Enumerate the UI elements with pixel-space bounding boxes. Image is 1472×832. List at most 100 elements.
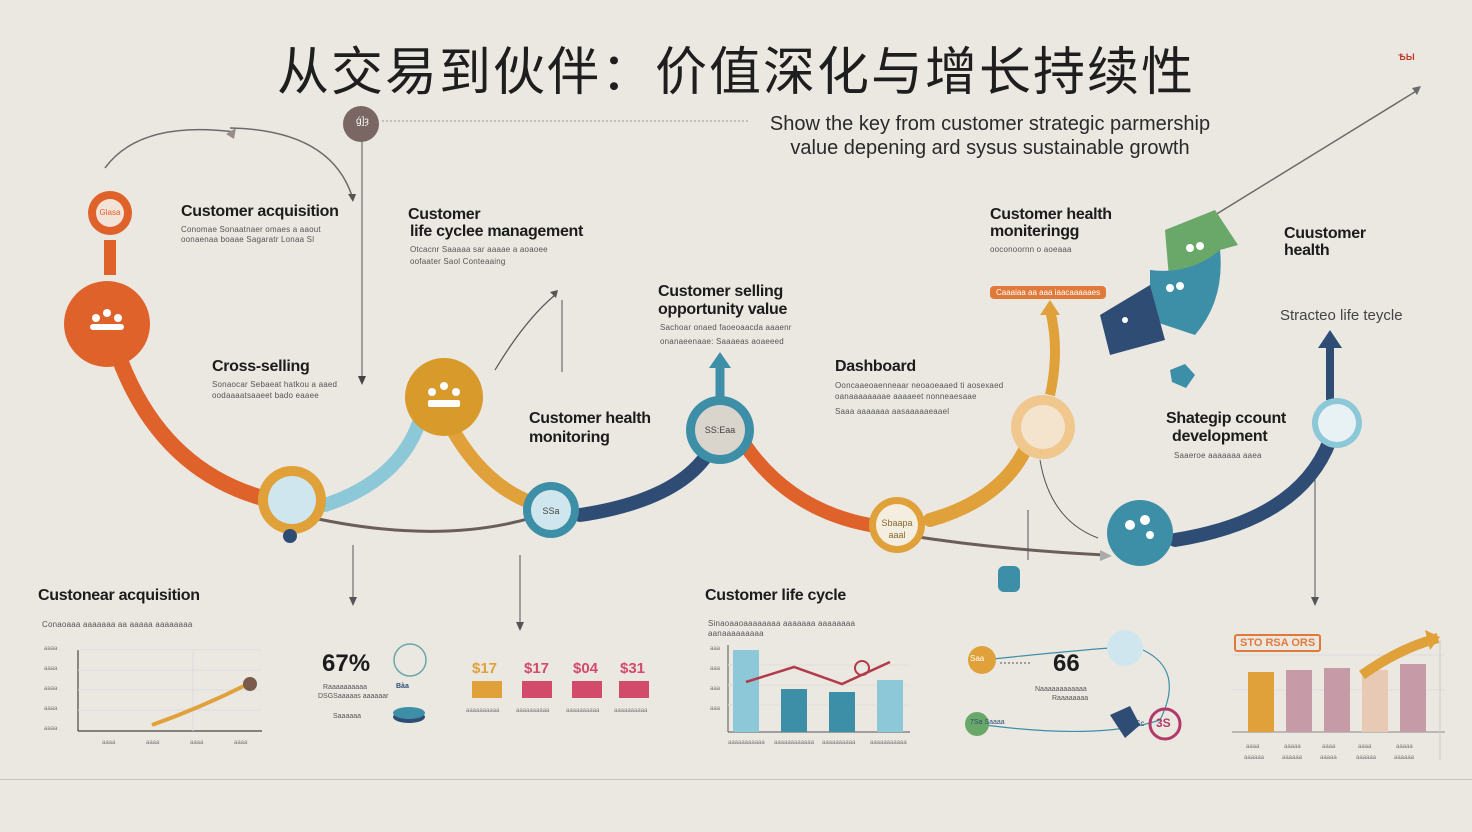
team-icon — [428, 382, 460, 407]
net-node-pink — [1148, 707, 1182, 741]
lifecycle-bar — [829, 692, 855, 732]
label-cross-selling: Cross-selling — [212, 358, 310, 375]
arrowhead — [349, 597, 357, 606]
network-icon — [1125, 515, 1154, 539]
label-acquisition: Customer acquisition — [181, 203, 339, 220]
value-label-2: $17 — [524, 660, 550, 677]
lc-xtick-3: aaaaaaaaaa — [822, 740, 856, 746]
rc-xtick2-1: aaaaaa — [1244, 755, 1265, 761]
arrowhead — [709, 352, 731, 368]
label-health-right-2: health — [1284, 242, 1330, 259]
desc-dashboard-2: oanaaaaaaaae aaaaeet nonneaesaae — [835, 392, 977, 401]
value-caption-2: aaaaaaaaaa — [516, 708, 550, 714]
desc-opportunity-1: Sachoar onaed faoeoaacda aaaenr — [660, 323, 792, 332]
lc-xtick-4: aaaaaaaaaaa — [870, 740, 907, 746]
desc-lifecycle-chart-2: aanaaaaaaaaa — [708, 629, 764, 638]
net-node-4: 3S — [1156, 716, 1171, 730]
label-health-mid-2: monitoring — [529, 429, 610, 446]
acq-xtick-2: aaaa — [146, 740, 160, 746]
right-chart-bar — [1248, 672, 1274, 732]
opportunity-node-label: SS:Eaa — [704, 425, 736, 435]
wave-gold — [443, 418, 532, 507]
wave-orange-2 — [738, 438, 877, 532]
desc-health-top: ooconoornn o aoeaaa — [990, 245, 1072, 254]
thin-arrow-2 — [1039, 459, 1099, 539]
net-node-teal — [1107, 630, 1143, 666]
value-bars — [472, 681, 649, 698]
lc-ytick-4: aaa — [710, 706, 721, 712]
label-health-top-2: moniteringg — [990, 223, 1080, 240]
badge-circle — [343, 106, 379, 142]
value-bar-4 — [619, 681, 649, 698]
grey-connector-1 — [299, 508, 556, 533]
rc-xtick-5: aaaaa — [1396, 744, 1413, 750]
arrowhead — [1040, 300, 1060, 315]
net-node-orange — [968, 646, 996, 674]
corner-mark: ѢЫ — [1398, 52, 1415, 62]
acq-trend-line — [151, 682, 249, 727]
stat-67: 67% — [322, 650, 371, 677]
right-chart-bar — [1362, 670, 1388, 732]
stat-66: 66 — [1053, 650, 1080, 677]
rc-xtick2-2: aaaaaa — [1282, 755, 1303, 761]
health-node-label: SSa — [542, 506, 560, 516]
stat-67-caption-3: Saaaaaa — [333, 713, 362, 720]
right-chart-bar — [1400, 664, 1426, 732]
people-icon — [90, 309, 124, 330]
arrowhead — [1318, 330, 1342, 348]
node-teal-2 — [1107, 500, 1173, 566]
wave-lightblue — [318, 413, 427, 512]
rc-xtick-1: aaaa — [1246, 744, 1260, 750]
arrowhead — [1412, 86, 1421, 95]
desc-lifecycle-1: Otcacnr Saaaaa sar aaaae a aoaoee — [410, 245, 548, 254]
value-label-3: $04 — [573, 660, 599, 677]
right-chart-label: STO RSA ORS — [1234, 634, 1322, 652]
dashboard-node-label-1: Sbaapa — [881, 518, 913, 528]
acq-ytick-4: aaaa — [44, 706, 58, 712]
arrowhead — [516, 622, 524, 631]
stat-67-caption-2: DSGSaaaaas aaaaaar — [318, 693, 389, 700]
arrowhead — [348, 194, 356, 202]
desc-dashboard-3: Saaa aaaaaaa aasaaaaaeaael — [835, 407, 950, 416]
desc-dashboard-1: Ooncaaeoaenneaar neoaoeaaed ti aosexaed — [835, 381, 1004, 390]
net-node-green — [965, 712, 989, 736]
arrowhead — [358, 376, 366, 385]
acq-ytick-3: aaaa — [44, 686, 58, 692]
value-bar-3 — [572, 681, 602, 698]
net-node-1: Saa — [970, 654, 985, 663]
stat-66-caption-2: Raaaaaaaa — [1052, 695, 1089, 702]
lifecycle-chart — [727, 645, 910, 733]
lifecycle-bar — [877, 680, 903, 732]
net-node-3: Sc — [1135, 719, 1145, 728]
rc-xtick-3: aaaa — [1322, 744, 1336, 750]
stat-66-caption-1: Naaaaaaaaaaaa — [1035, 686, 1087, 693]
subtitle-line-1: Show the key from customer strategic par… — [769, 113, 1211, 135]
label-strategic-lifecycle: Stracteo life teycle — [1280, 307, 1403, 324]
badge-label: ǵ]ȝ — [353, 116, 369, 127]
segment-teal — [1150, 250, 1221, 335]
label-opportunity-2: opportunity value — [658, 301, 788, 318]
wave-navy-2 — [1168, 433, 1337, 547]
label-health-top-1: Customer health — [990, 206, 1112, 223]
lc-xtick-1: aaaaaaaaaaa — [728, 740, 765, 746]
rc-xtick2-5: aaaaaa — [1394, 755, 1415, 761]
arrowhead — [550, 290, 558, 298]
desc-cross-2: oodaaaatsaaeet bado eaaee — [212, 391, 319, 400]
desc-cross-1: Sonaocar Sebaeat hatkou a aaed — [212, 380, 338, 389]
segment-icons — [1122, 242, 1204, 323]
rc-xtick2-3: aaaaa — [1320, 755, 1337, 761]
label-lifecycle-2: life cyclee management — [410, 223, 584, 240]
stat-ring — [393, 643, 427, 677]
lc-ytick-2: aaa — [710, 666, 721, 672]
value-label-4: $31 — [620, 660, 646, 677]
desc-account-dev: Saaeroe aaaaaaa aaea — [1174, 451, 1262, 460]
wave-gold-2 — [923, 443, 1032, 527]
wave-navy-1 — [573, 443, 717, 522]
arrowhead — [226, 128, 236, 139]
acq-ytick-5: aaaa — [44, 726, 58, 732]
label-dashboard: Dashboard — [835, 358, 916, 375]
arrowhead — [1311, 597, 1319, 606]
net-node-2: 7Sa Saaaa — [970, 719, 1005, 726]
rc-xtick-2: aaaaa — [1284, 744, 1301, 750]
